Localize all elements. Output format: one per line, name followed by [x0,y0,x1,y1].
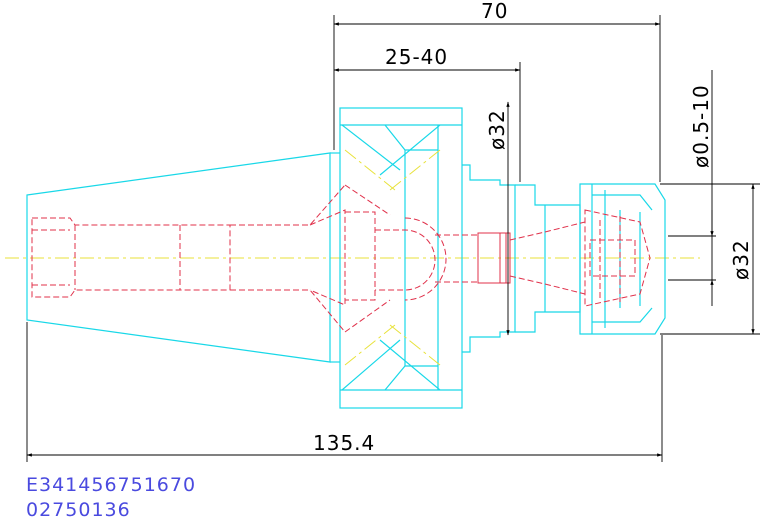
dim-nut-diameter-label: ø32 [729,239,753,280]
dim-clamp-range: ø0.5-10 [668,70,716,306]
part-code-line-1: E341456751670 [26,474,197,496]
dim-135-4-label: 135.4 [313,431,375,455]
collet-nut [579,183,666,335]
flange-construction-lines [344,149,441,366]
dim-25-40: 25-40 [333,45,521,182]
dim-shank-diameter: ø32 [485,101,510,336]
dim-clamp-range-label: ø0.5-10 [689,84,713,168]
flange [339,107,463,409]
dim-nut-diameter: ø32 [660,183,760,335]
dim-70: 70 [333,0,661,182]
dim-25-40-label: 25-40 [385,45,448,69]
hidden-bore [31,184,651,333]
dim-135-4: 135.4 [26,322,663,462]
taper-shank [26,152,340,363]
dim-70-label: 70 [481,0,508,23]
part-code-line-2: 02750136 [26,499,131,521]
dim-shank-diameter-label: ø32 [485,109,509,150]
